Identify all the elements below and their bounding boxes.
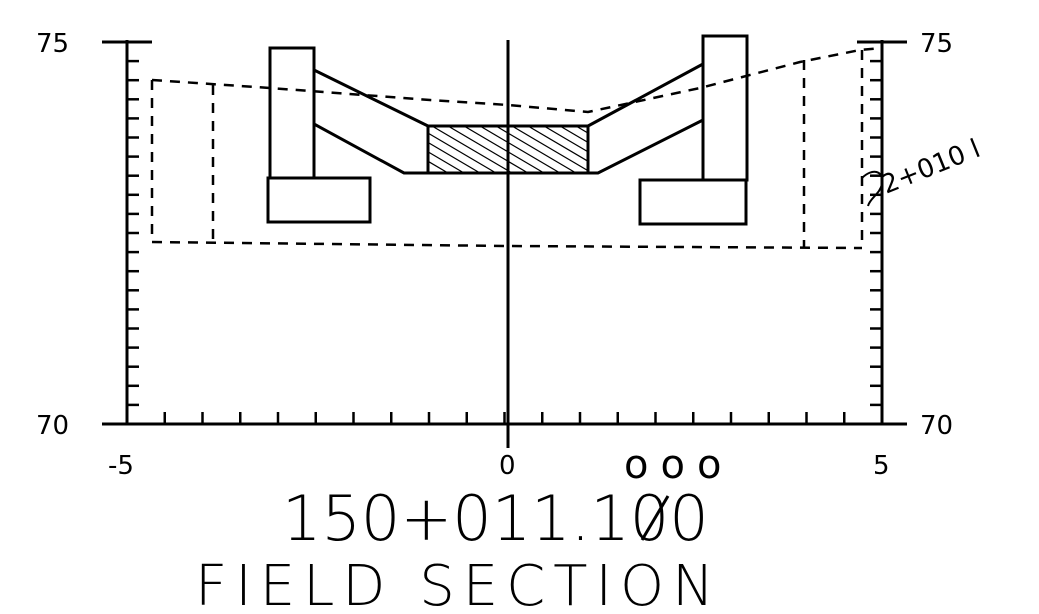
left-footing xyxy=(266,176,372,224)
subtitle: FIELD SECTION xyxy=(195,554,722,614)
hatch-line xyxy=(428,141,481,173)
design-section xyxy=(266,34,749,226)
x-label-right: 5 xyxy=(873,451,890,481)
x-label-left: -5 xyxy=(108,451,134,481)
correction-circles: ooo xyxy=(624,442,733,488)
hatch-line xyxy=(463,126,545,173)
left-abutment-wall xyxy=(268,46,316,180)
station-main: 150+011. xyxy=(282,482,590,555)
hatch-line xyxy=(428,160,449,173)
tick-marks xyxy=(127,59,882,424)
right-footing xyxy=(638,178,748,226)
hatch-line xyxy=(527,126,588,162)
hatch-line xyxy=(559,126,588,144)
note-leader-hook xyxy=(861,170,884,207)
handwritten-note: 2+010 l xyxy=(877,134,984,201)
x-label-center: 0 xyxy=(499,451,516,481)
right-abutment-wall xyxy=(701,34,749,182)
existing-ground-profile xyxy=(150,46,883,250)
strike-through-mark xyxy=(640,495,670,541)
y-label-right-bottom: 70 xyxy=(920,411,953,441)
station-number: 150+011.100 xyxy=(282,482,709,555)
hatch-line xyxy=(495,126,577,173)
pavement-box xyxy=(426,124,590,175)
hatch-line xyxy=(431,126,513,173)
hatch-line xyxy=(543,126,588,153)
axis-frame xyxy=(102,40,907,448)
station-trailing: 00 xyxy=(630,482,709,555)
y-label-left-top: 75 xyxy=(36,29,69,59)
hatch-line xyxy=(479,126,561,173)
struck-digit: 1 xyxy=(590,482,629,555)
hatch-line xyxy=(428,151,465,173)
pavement-hatching xyxy=(428,126,704,173)
hatch-line xyxy=(592,126,672,173)
left-lower-slope xyxy=(313,122,428,175)
right-upper-slope xyxy=(587,62,704,128)
right-lower-slope xyxy=(588,118,704,175)
hatch-line xyxy=(428,132,497,173)
existing-ground-top-line xyxy=(151,46,883,114)
y-label-left-bottom: 70 xyxy=(36,411,69,441)
y-label-right-top: 75 xyxy=(920,29,953,59)
hatch-line xyxy=(511,126,588,172)
hatch-line xyxy=(447,126,529,173)
left-upper-slope xyxy=(313,68,429,128)
hatch-line xyxy=(624,126,704,173)
